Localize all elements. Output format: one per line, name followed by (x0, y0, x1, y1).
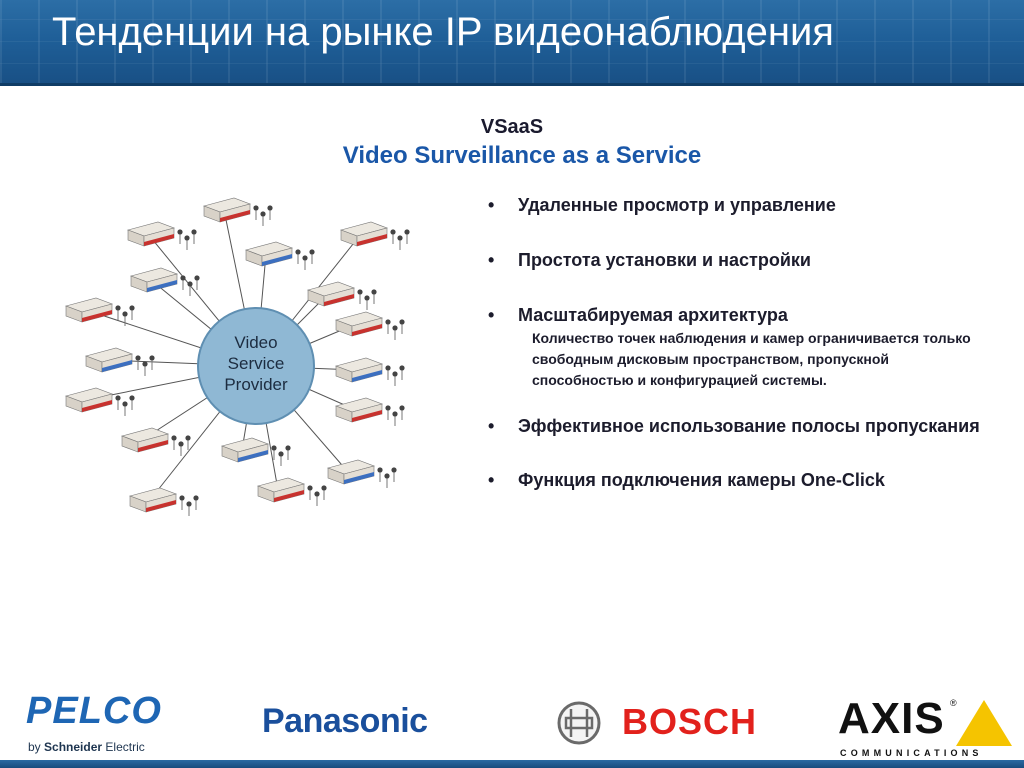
server-node (121, 427, 191, 456)
feature-one-click: Функция подключения камеры One-Click (518, 470, 885, 490)
hub-label-line3: Provider (224, 375, 288, 394)
feature-scalable-detail: Количество точек наблюдения и камер огра… (532, 330, 971, 388)
server-node (245, 241, 315, 270)
axis-registered: ® (950, 698, 957, 708)
header-divider (0, 83, 1024, 86)
server-node (257, 477, 327, 506)
bosch-logo: BOSCH (622, 701, 758, 742)
bullet-glyph: • (488, 305, 495, 325)
server-node (340, 221, 410, 250)
server-node (85, 347, 155, 376)
bosch-armature-icon (557, 701, 601, 745)
bullet-glyph: • (488, 416, 495, 436)
pelco-byline: by Schneider Electric (28, 740, 145, 754)
list-item: • Эффективное использование полосы пропу… (486, 413, 1006, 439)
pelco-electric: Electric (105, 740, 145, 754)
vsaas-network-diagram: Video Service Provider (65, 197, 410, 516)
server-node (129, 487, 199, 516)
partner-logos: PELCO by Schneider Electric Panasonic BO… (0, 684, 1024, 768)
server-node (221, 437, 291, 466)
axis-triangle-icon (956, 700, 1012, 746)
server-node (203, 197, 273, 226)
server-node (327, 459, 397, 488)
panasonic-logo: Panasonic (262, 702, 428, 740)
feature-scalable: Масштабируемая архитектура (518, 305, 788, 325)
pelco-wordmark: PELCO (26, 690, 162, 732)
feature-remote-view: Удаленные просмотр и управление (518, 195, 836, 215)
header-texture (0, 0, 1024, 86)
axis-communications: COMMUNICATIONS (840, 748, 983, 758)
bullet-glyph: • (488, 250, 495, 270)
hub-label-line2: Service (228, 354, 285, 373)
list-item: • Масштабируемая архитектура Количество … (486, 302, 1006, 391)
pelco-logo: PELCO by Schneider Electric (26, 690, 176, 760)
server-node (307, 281, 377, 310)
hub-node: Video Service Provider (197, 307, 315, 425)
bullet-glyph: • (488, 470, 495, 490)
server-node (130, 267, 200, 296)
server-node (335, 357, 405, 386)
axis-wordmark: AXIS (838, 694, 945, 743)
footer-bar (0, 760, 1024, 768)
subtitle-acronym: VSaaS (480, 116, 544, 138)
list-item: • Простота установки и настройки (486, 247, 1006, 273)
bullet-glyph: • (488, 195, 495, 215)
list-item: • Удаленные просмотр и управление (486, 192, 1006, 218)
feature-bandwidth: Эффективное использование полосы пропуск… (518, 416, 980, 436)
server-node (65, 387, 135, 416)
pelco-by: by (28, 740, 41, 754)
header-bar: Тенденции на рынке IP видеонаблюдения (0, 0, 1024, 86)
server-node (335, 397, 405, 426)
subtitle-full: Video Surveillance as a Service (342, 142, 702, 169)
pelco-schneider: Schneider (44, 740, 103, 754)
server-node (127, 221, 197, 250)
server-node (65, 297, 135, 326)
axis-logo: AXIS ® COMMUNICATIONS (838, 692, 1014, 762)
server-node (335, 311, 405, 340)
hub-circle (197, 307, 315, 425)
feature-easy-setup: Простота установки и настройки (518, 250, 811, 270)
feature-list: • Удаленные просмотр и управление • Прос… (486, 192, 1006, 493)
hub-label-line1: Video (234, 333, 277, 352)
list-item: • Функция подключения камеры One-Click (486, 467, 1006, 493)
slide-title: Тенденции на рынке IP видеонаблюдения (52, 10, 834, 54)
site-nodes (65, 197, 410, 516)
